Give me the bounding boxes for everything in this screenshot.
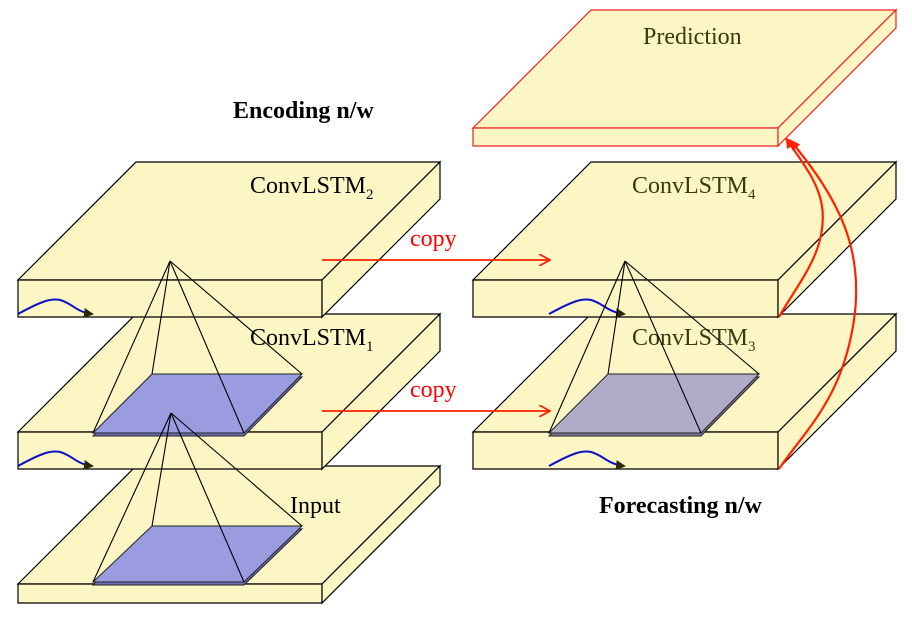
copy-arrow-bottom: copy [322, 377, 549, 411]
input-layer: Input [16, 464, 442, 605]
input-to-convlstm1-pyramid [92, 412, 303, 583]
convlstm4-label: ConvLSTM4 [632, 173, 756, 203]
convlstm1-front [17, 431, 323, 470]
input-label: Input [290, 493, 341, 519]
convlstm1-to-convlstm2-pyramid [92, 260, 303, 434]
convlstm2-layer: ConvLSTM2 [16, 160, 442, 319]
copy-label-top: copy [410, 226, 457, 252]
convlstm2-recurrent-arrow [17, 298, 94, 318]
output-arrows [778, 137, 858, 470]
convlstm2-label: ConvLSTM2 [250, 173, 374, 203]
convlstm3-to-prediction-arrow [778, 139, 858, 470]
convlstm3-front [472, 431, 779, 470]
prediction-label: Prediction [643, 24, 742, 50]
convlstm4-layer: ConvLSTM4 [471, 160, 898, 319]
convlstm4-side [777, 160, 897, 319]
convlstm1-side [321, 312, 441, 471]
copy-arrow-top: copy [322, 226, 549, 260]
encoding-heading: Encoding n/w [233, 98, 374, 124]
convlstm4-recurrent-arrow [548, 298, 626, 319]
convlstm3-to-convlstm4-pyramid [548, 260, 760, 434]
prediction-front [472, 127, 779, 147]
prediction-side [777, 8, 897, 148]
convlstm3-label: ConvLSTM3 [632, 325, 756, 355]
forecasting-heading: Forecasting n/w [599, 493, 763, 519]
convlstm2-front [17, 279, 323, 318]
convlstm1-label: ConvLSTM1 [250, 325, 374, 355]
convlstm1-recurrent-arrow [17, 450, 94, 470]
copy-label-bottom: copy [410, 377, 457, 403]
convlstm1-layer: ConvLSTM1 [16, 312, 442, 471]
convlstm3-recurrent-arrow [548, 450, 626, 471]
convlstm2-side [321, 160, 441, 319]
prediction-layer: Prediction [471, 8, 898, 148]
convlstm4-to-prediction-arrow [778, 137, 824, 318]
convlstm4-front [472, 279, 779, 318]
input-layer-side [321, 464, 441, 605]
input-layer-front [17, 583, 323, 604]
